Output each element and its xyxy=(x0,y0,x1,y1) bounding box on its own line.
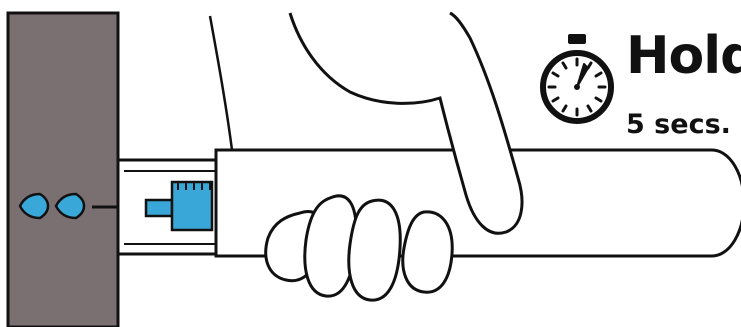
stopwatch-icon xyxy=(540,34,614,124)
hand-fingers xyxy=(264,194,454,302)
hold-duration-label: 5 secs. xyxy=(626,109,731,140)
droplet-icon xyxy=(18,192,86,220)
skin-block xyxy=(6,11,120,327)
wrist-outline xyxy=(208,15,234,151)
syringe xyxy=(144,180,214,232)
hold-label: Hold xyxy=(626,26,741,86)
hand-thumb xyxy=(288,11,524,235)
